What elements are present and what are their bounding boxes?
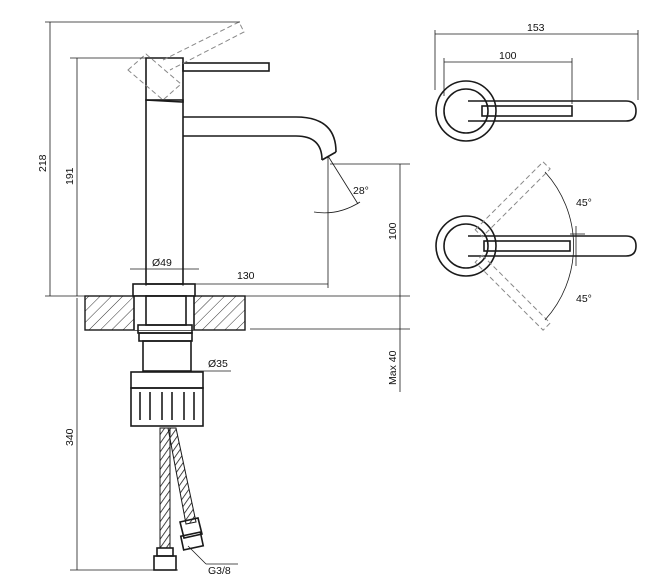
rotation-lower-label: 45° [576,293,592,305]
hose-length-label: 340 [64,428,76,446]
connection-callout: G3/8 [187,545,238,577]
top-width-label: 153 [527,22,545,34]
overall-height-label: 218 [37,154,49,172]
body-diameter-dimension: Ø49 [130,257,199,286]
shank [137,295,193,372]
body-diameter-label: Ø49 [152,257,172,269]
lever-raised-ghost [127,21,245,101]
top-lever-label: 100 [499,50,517,62]
max-thickness-dimension: Max 40 [387,298,401,392]
lever-handle [145,57,270,103]
spout-height-label: 100 [387,222,399,240]
lever-height-label: 191 [64,167,76,185]
side-view: 28° Ø49 130 100 Max 40 [37,21,410,577]
lever-height-dimension: 191 [64,57,146,296]
spout-reach-dimension: 130 [164,214,329,288]
base-flange [132,283,196,297]
braided-hoses [159,427,197,549]
spout [183,116,337,161]
rotation-view: 45° 45° [435,161,637,331]
spout-height-dimension: 100 [330,163,410,298]
spout-angle-dimension: 28° [313,155,369,214]
spout-reach-label: 130 [237,270,255,282]
shank-diameter-dimension: Ø35 [191,358,231,372]
shank-diameter-label: Ø35 [208,358,228,370]
max-thickness-label: Max 40 [387,350,399,385]
connection-label: G3/8 [208,565,231,577]
top-view: 153 100 [434,22,639,142]
spout-angle-label: 28° [353,185,369,197]
mounting-nut [130,371,204,427]
overall-height-dimension: 218 [37,21,240,296]
rotation-upper-label: 45° [576,197,592,209]
hose-connectors [153,517,205,571]
hose-length-dimension: 340 [64,298,178,571]
